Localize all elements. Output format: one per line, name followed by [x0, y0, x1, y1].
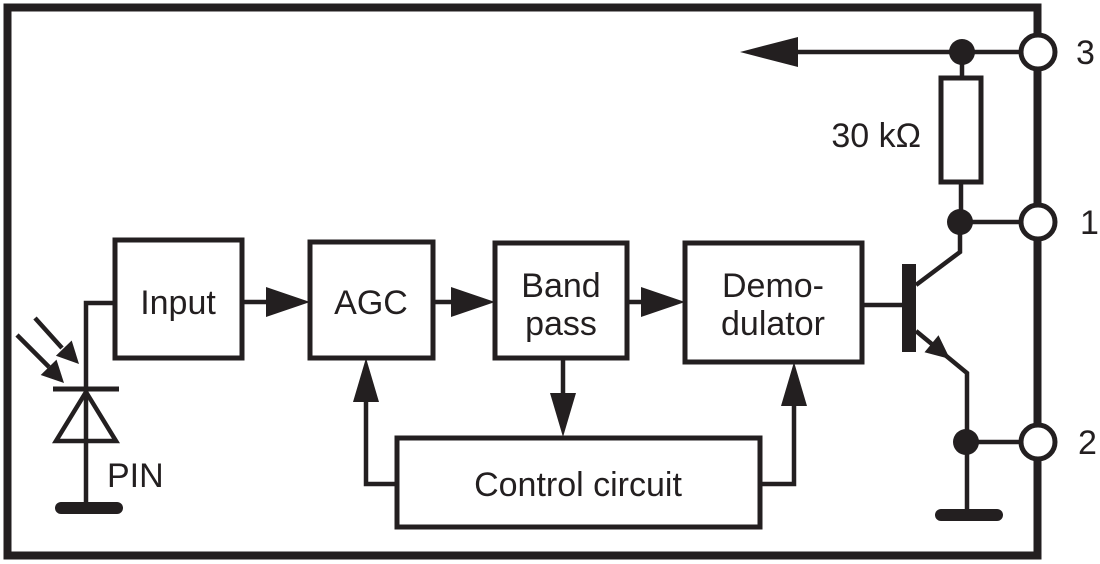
- pin-2-terminal: [1018, 422, 1058, 462]
- pullup-resistor: [938, 75, 984, 185]
- bandpass-block-label-line2: pass: [525, 305, 597, 343]
- control-circuit-block-label: Control circuit: [474, 466, 682, 504]
- agc-block: [307, 239, 436, 361]
- pin-1-label: 1: [1080, 204, 1099, 242]
- bandpass-block: [492, 240, 630, 361]
- control-circuit-block: [394, 435, 763, 530]
- demodulator-block-label-line1: Demo-: [722, 267, 824, 305]
- control-to-agc-wire: [363, 400, 397, 487]
- light-ray-arrow-icon: [55, 340, 79, 364]
- transistor-emitter-arrow-icon: [924, 335, 950, 359]
- pin-2-label: 2: [1078, 424, 1097, 462]
- demodulator-block: [682, 240, 865, 365]
- transistor-base-bar: [902, 264, 916, 352]
- input-to-agc-arrow-icon: [266, 287, 310, 317]
- bandpass-to-control-arrow-icon: [550, 393, 576, 437]
- resistor-value-label: 30 kΩ: [831, 117, 921, 155]
- photodiode-triangle: [51, 387, 121, 444]
- agc-block-label: AGC: [334, 284, 408, 322]
- junction-dot-pin1: [947, 209, 973, 235]
- bandpass-block-label-line1: Band: [521, 267, 600, 305]
- light-ray-arrow-icon: [40, 359, 64, 383]
- junction-dot-pin3: [949, 39, 975, 65]
- light-ray-icon: [15, 333, 51, 369]
- input-block-label: Input: [140, 284, 216, 322]
- output-arrow-icon: [740, 37, 798, 67]
- pin-1-terminal: [1018, 202, 1058, 242]
- photodiode-label: PIN: [107, 457, 164, 495]
- junction-dot-pin2: [953, 429, 979, 455]
- photodiode-wire: [83, 300, 115, 504]
- pin-3-label: 3: [1076, 34, 1095, 72]
- control-to-agc-arrow-icon: [353, 358, 379, 402]
- input-block: [112, 237, 245, 361]
- agc-to-bandpass-arrow-icon: [451, 287, 495, 317]
- demodulator-block-label-line2: dulator: [721, 305, 825, 343]
- control-to-demodulator-arrow-icon: [781, 362, 807, 406]
- control-to-demodulator-wire: [760, 402, 797, 487]
- pin-3-terminal: [1018, 32, 1058, 72]
- bandpass-to-demodulator-arrow-icon: [641, 287, 685, 317]
- light-ray-icon: [33, 316, 64, 350]
